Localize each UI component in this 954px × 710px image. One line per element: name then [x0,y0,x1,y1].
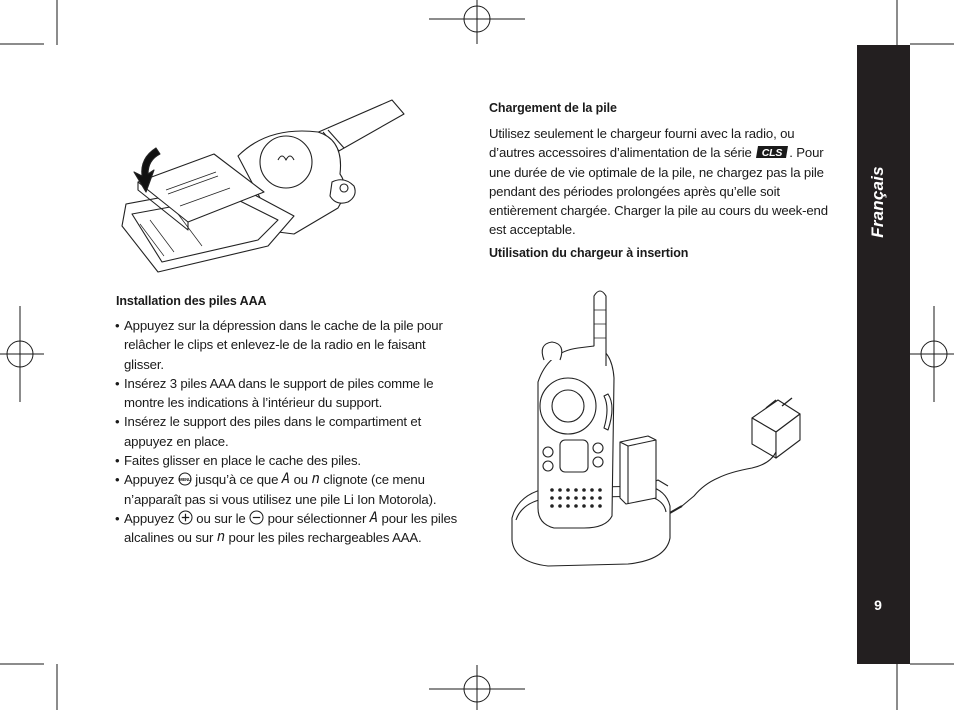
display-n-icon: n [216,529,226,546]
charger-illustration [511,290,801,567]
display-n-icon: n [311,471,320,488]
menu-button-icon: MENU [178,472,192,486]
battery-cover-illustration [121,99,405,273]
display-a-icon: A [281,471,291,488]
list-item: Insérez 3 piles AAA dans le support de p… [115,374,466,413]
charger-subheading: Utilisation du chargeur à insertion [489,246,689,260]
battery-install-steps: Appuyez sur la dépression dans le cache … [115,316,466,548]
display-a-icon: A [369,509,378,526]
charging-heading: Chargement de la pile [489,101,617,115]
list-item: Appuyez ou sur le pour sélectionner A po… [115,509,466,548]
list-item: Insérez le support des piles dans le com… [115,412,466,451]
page-number: 9 [874,597,882,613]
list-item: Faites glisser en place le cache des pil… [115,451,466,471]
svg-text:MENU: MENU [179,477,191,482]
cls-series-logo: CLS [755,145,789,159]
charging-paragraph: Utilisez seulement le chargeur fourni av… [489,126,828,238]
minus-button-icon [249,510,264,525]
list-item: Appuyez sur la dépression dans le cache … [115,316,466,374]
plus-button-icon [178,510,193,525]
language-tab [857,45,910,664]
list-item: Appuyez MENU jusqu’à ce que A ou n clign… [115,470,466,509]
svg-text:CLS: CLS [762,147,783,159]
battery-install-heading: Installation des piles AAA [116,294,267,308]
